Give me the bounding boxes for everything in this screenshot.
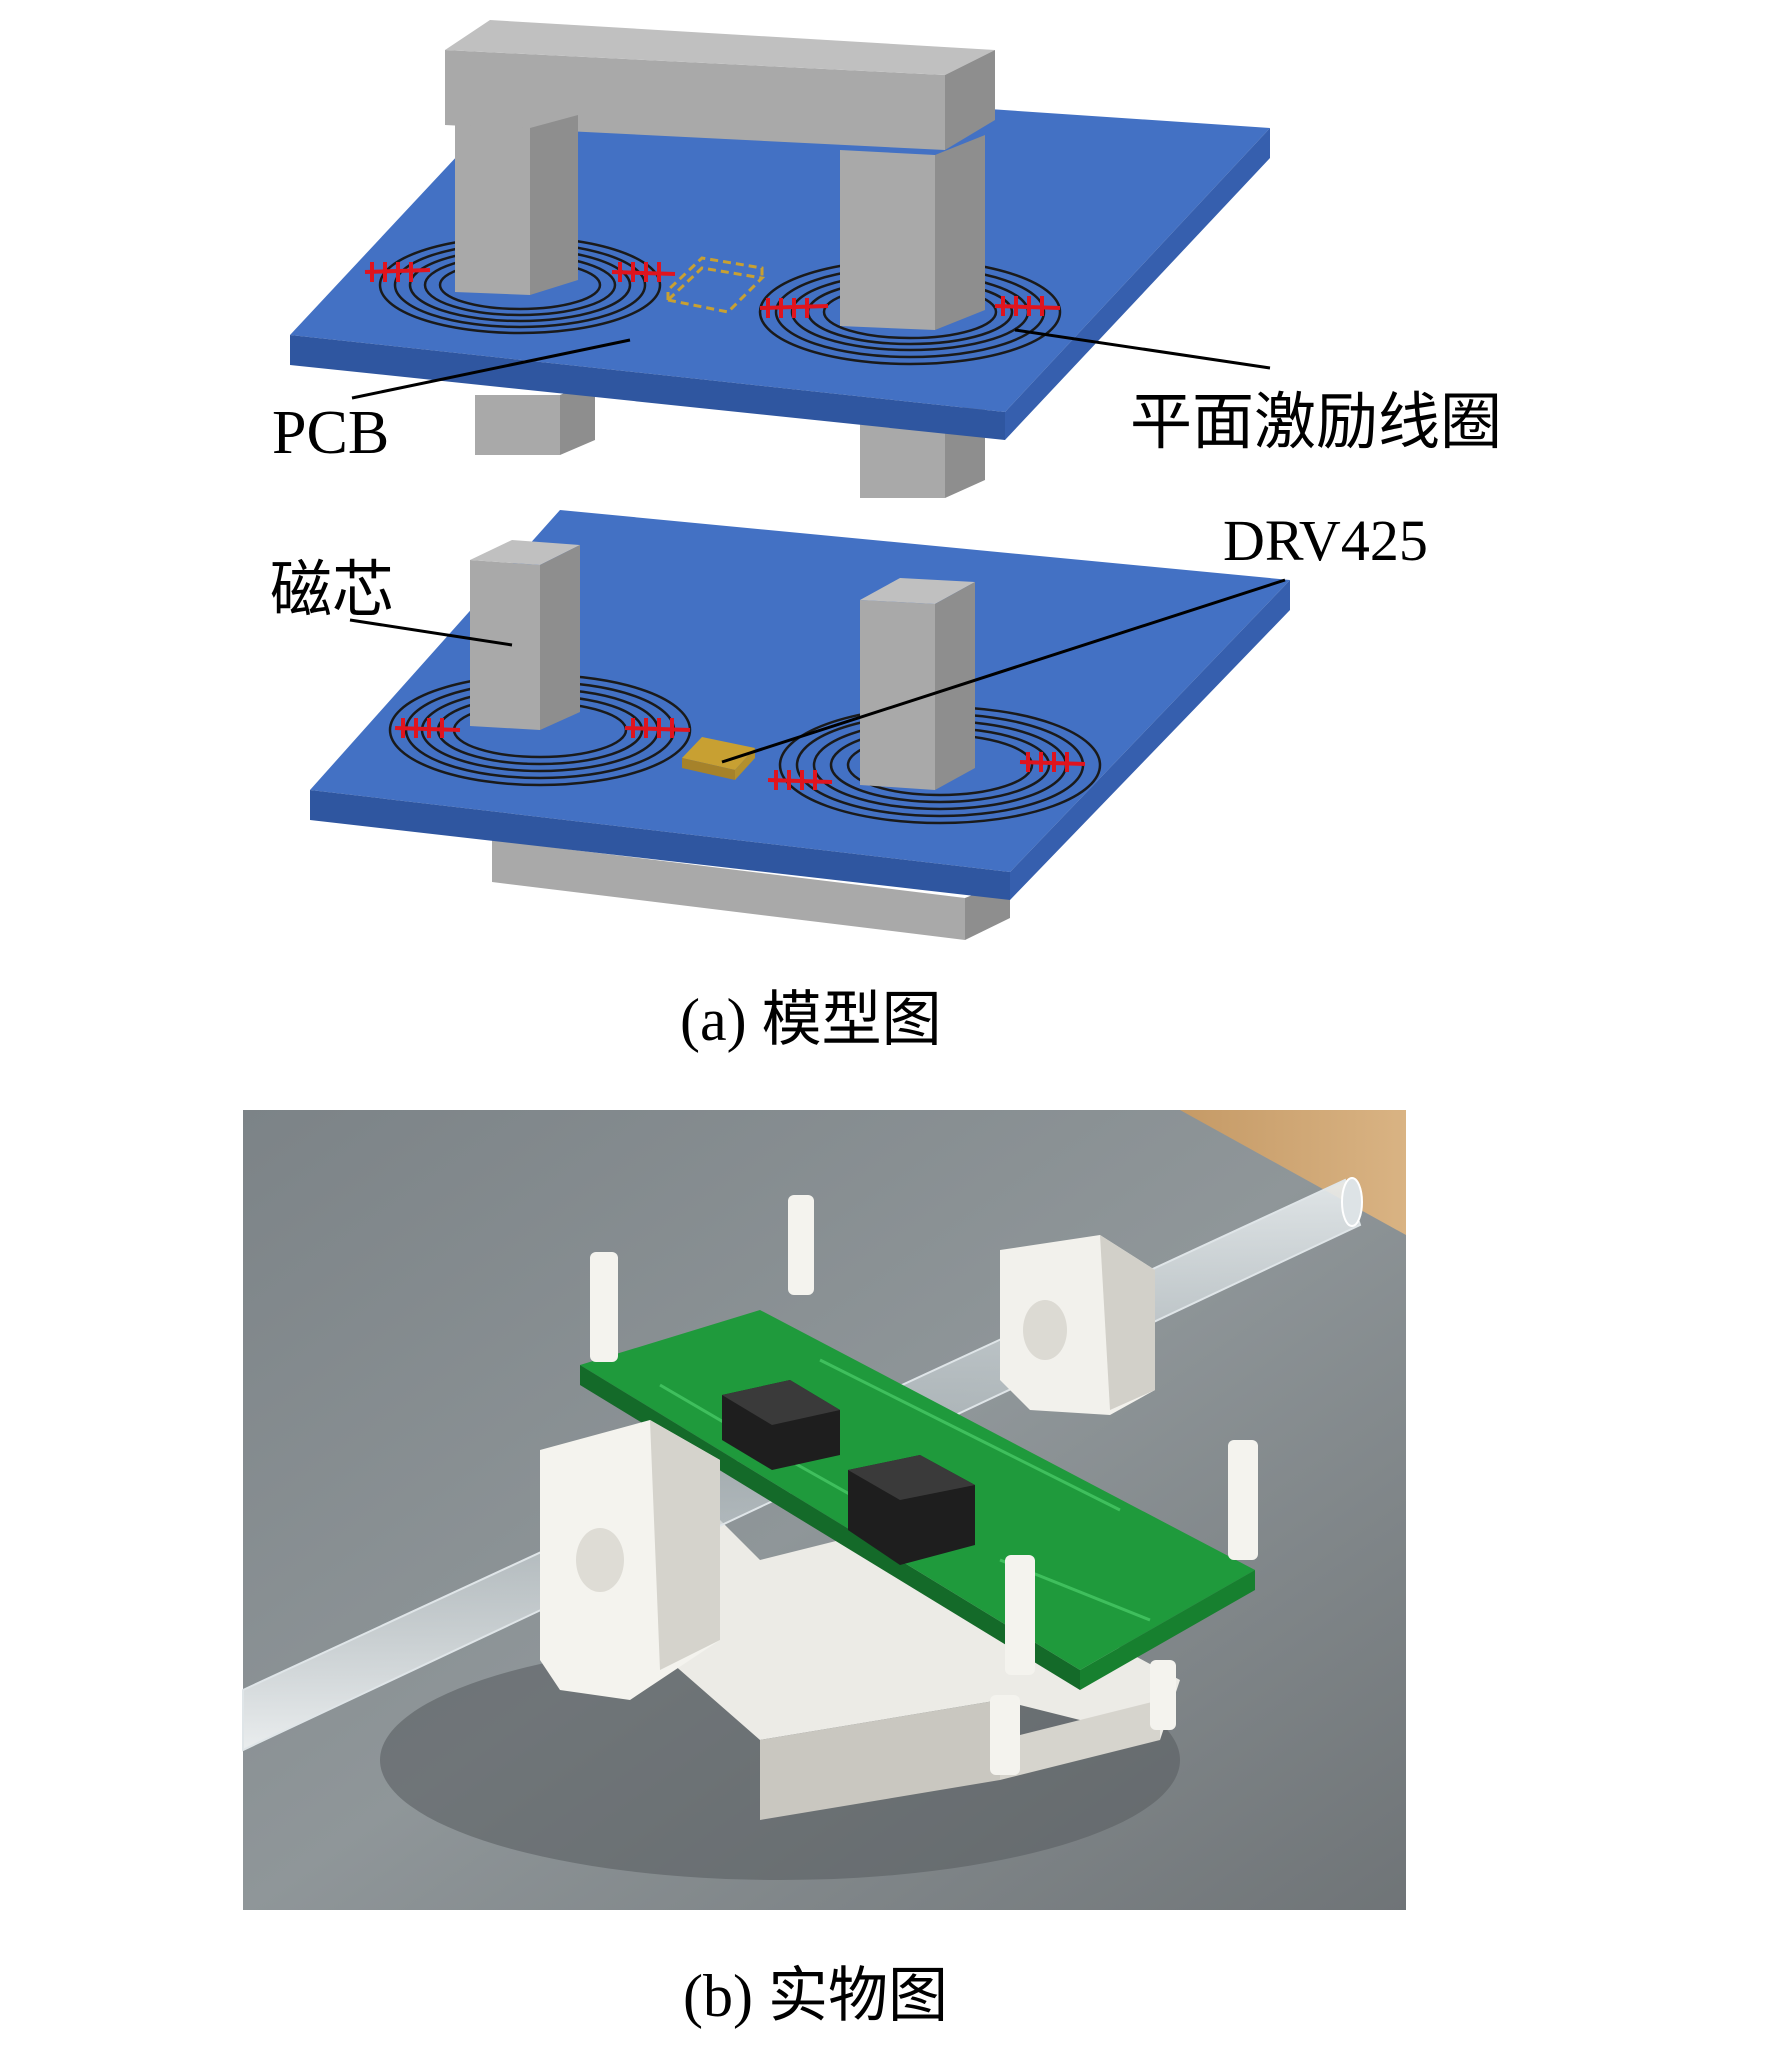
label-magnetic-core: 磁芯 (270, 557, 395, 625)
caption-photo: (b) 实物图 (683, 1963, 948, 2029)
model-diagram (290, 20, 1290, 940)
label-pcb: PCB (272, 399, 390, 467)
upper-chip-outline (664, 256, 766, 314)
upper-excitation-marks (364, 262, 1061, 318)
lower-pcb (310, 510, 1290, 900)
photo (242, 1110, 1406, 1910)
photo-right-clamp (1000, 1235, 1155, 1415)
lower-core-posts (470, 540, 975, 790)
photo-standoffs (590, 1195, 1258, 1775)
lower-excitation-marks (394, 718, 1086, 790)
label-drv425: DRV425 (1223, 508, 1428, 573)
lower-label-lines (349, 578, 1286, 764)
drv425-chip (682, 737, 755, 780)
upper-u-core (445, 20, 995, 330)
label-planar-excitation-coil: 平面激励线圈 (1130, 389, 1503, 457)
photo-left-clamp (540, 1420, 720, 1700)
photo-white-base (600, 1500, 1180, 1820)
upper-label-lines (351, 328, 1271, 400)
photo-black-cores (722, 1380, 975, 1565)
caption-model: (a) 模型图 (680, 987, 942, 1053)
